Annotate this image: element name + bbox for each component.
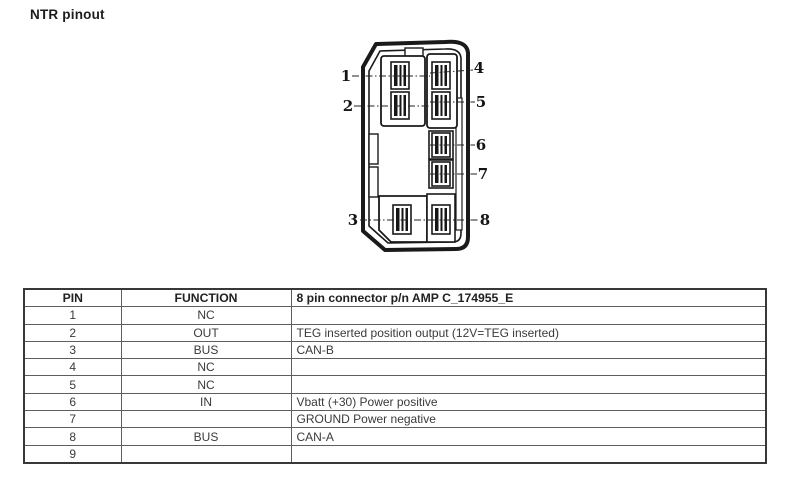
function-cell: NC xyxy=(120,306,292,325)
description-cell: GROUND Power negative xyxy=(290,410,767,429)
function-cell: BUS xyxy=(120,427,292,446)
pin-cell: 1 xyxy=(23,306,122,325)
pin-cell: 2 xyxy=(23,323,122,342)
pin-label-8: 8 xyxy=(480,211,490,229)
cavity-wall xyxy=(368,133,379,165)
description-cell: Vbatt (+30) Power positive xyxy=(290,392,767,412)
terminal-5 xyxy=(431,91,451,120)
terminal-2 xyxy=(390,91,410,120)
description-cell xyxy=(290,375,767,394)
function-cell xyxy=(120,444,292,464)
pin-label-1: 1 xyxy=(341,67,351,85)
function-cell xyxy=(120,410,292,429)
table-row: 1 NC xyxy=(23,306,767,325)
pin-cell: 3 xyxy=(23,340,122,360)
function-cell: NC xyxy=(120,358,292,377)
description-cell: CAN-B xyxy=(290,340,767,360)
function-cell: BUS xyxy=(120,340,292,360)
connector-drawing-svg: 1 2 3 4 5 6 7 8 xyxy=(341,39,490,252)
pin-label-3: 3 xyxy=(348,211,358,229)
description-cell: CAN-A xyxy=(290,427,767,446)
table-row: 5 NC xyxy=(23,375,767,394)
pin-cell: 6 xyxy=(23,392,122,412)
table-row: 3 BUS CAN-B xyxy=(23,340,767,360)
table-row: 6 IN Vbatt (+30) Power positive xyxy=(23,392,767,412)
function-cell: OUT xyxy=(120,323,292,342)
connector-diagram: 1 2 3 4 5 6 7 8 xyxy=(335,36,495,261)
description-cell: TEG inserted position output (12V=TEG in… xyxy=(290,323,767,342)
function-cell: NC xyxy=(120,375,292,394)
leader-lines xyxy=(352,69,479,221)
pin-label-7: 7 xyxy=(478,165,488,183)
description-cell xyxy=(290,444,767,464)
page-title: NTR pinout xyxy=(30,7,105,22)
description-cell xyxy=(290,306,767,325)
cavity-wall xyxy=(455,97,463,231)
terminal-4 xyxy=(431,61,451,90)
pin-cell: 4 xyxy=(23,358,122,377)
pin-cell: 9 xyxy=(23,444,122,464)
description-cell xyxy=(290,358,767,377)
function-cell: IN xyxy=(120,392,292,412)
terminal-3 xyxy=(392,204,412,235)
pin-label-2: 2 xyxy=(343,97,353,115)
table-row: 8 BUS CAN-A xyxy=(23,427,767,446)
pin-cell: 8 xyxy=(23,427,122,446)
terminal-1 xyxy=(390,61,410,90)
table-header-row: PIN FUNCTION 8 pin connector p/n AMP C_1… xyxy=(23,288,767,308)
header-function: FUNCTION xyxy=(120,288,292,308)
header-description: 8 pin connector p/n AMP C_174955_E xyxy=(290,288,767,308)
table-row: 9 xyxy=(23,444,767,464)
pin-cell: 5 xyxy=(23,375,122,394)
pin-cell: 7 xyxy=(23,410,122,429)
pin-label-6: 6 xyxy=(476,136,486,154)
table-row: 7 GROUND Power negative xyxy=(23,410,767,429)
pin-label-4: 4 xyxy=(474,59,484,77)
pinout-table: PIN FUNCTION 8 pin connector p/n AMP C_1… xyxy=(23,288,767,464)
cavity-wall xyxy=(368,166,379,198)
table-row: 2 OUT TEG inserted position output (12V=… xyxy=(23,323,767,342)
terminal-8 xyxy=(431,204,451,235)
header-pin: PIN xyxy=(23,288,122,308)
table-row: 4 NC xyxy=(23,358,767,377)
pin-label-5: 5 xyxy=(476,93,486,111)
